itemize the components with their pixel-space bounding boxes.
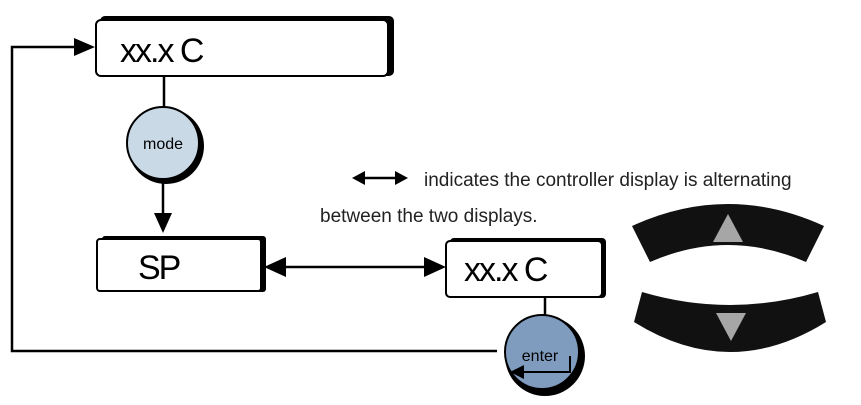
display-top-text: xx.x C	[120, 32, 204, 70]
display-value-text: xx.x C	[464, 251, 548, 289]
enter-button-label: enter	[522, 348, 559, 365]
return-loop-line	[10, 38, 497, 353]
down-arrow-icon	[716, 313, 746, 341]
arrow-mode-to-sp	[154, 180, 172, 233]
legend-text-line2: between the two displays.	[320, 206, 538, 227]
legend-text-line1: indicates the controller display is alte…	[424, 170, 792, 191]
mode-button-label: mode	[143, 136, 183, 153]
mode-button[interactable]: mode	[126, 106, 204, 184]
up-arrow-key[interactable]	[632, 204, 824, 262]
down-arrow-key[interactable]	[634, 292, 826, 352]
up-arrow-icon	[713, 214, 743, 242]
alternating-double-arrow	[264, 257, 446, 277]
legend-double-arrow-icon	[352, 171, 408, 185]
display-sp-text: SP	[138, 249, 180, 287]
enter-return-icon	[510, 356, 571, 379]
display-top: xx.x C	[95, 16, 394, 77]
display-value: xx.x C	[445, 238, 606, 298]
display-sp: SP	[96, 236, 266, 292]
enter-button[interactable]: enter	[504, 314, 585, 396]
